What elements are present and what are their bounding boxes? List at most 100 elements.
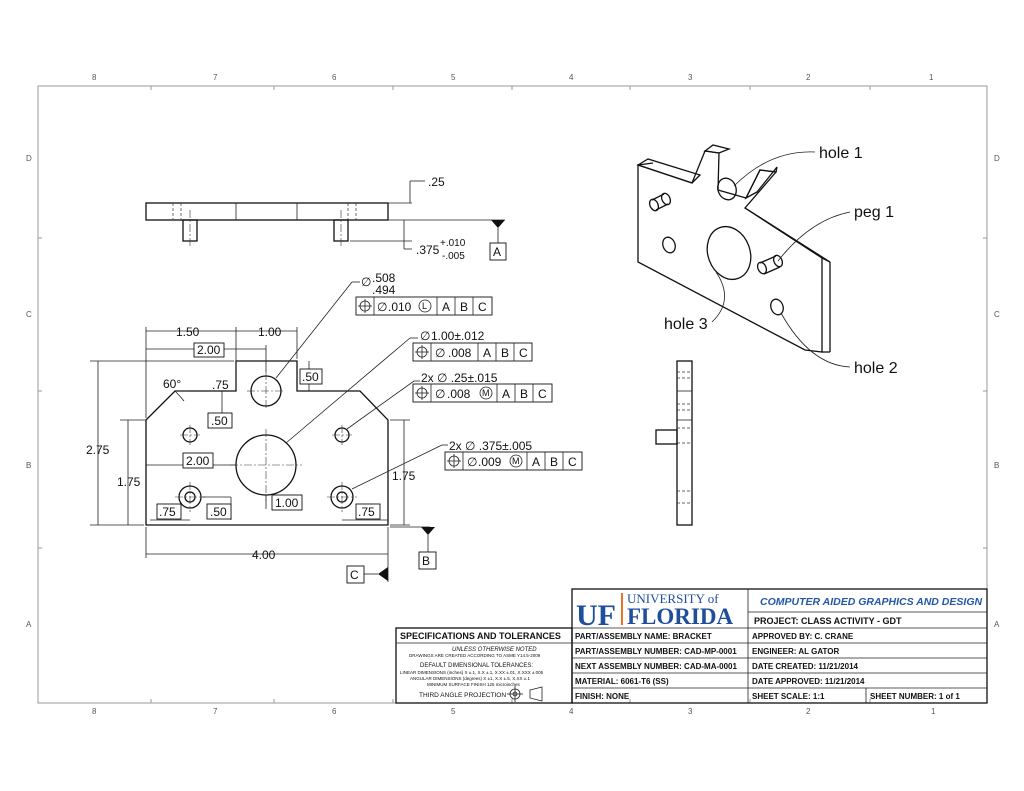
- project-label: PROJECT: CLASS ACTIVITY - GDT: [754, 616, 902, 626]
- fcf-small-modifier: M: [482, 388, 490, 398]
- gdt-hole1-upper: .508: [372, 271, 396, 285]
- fcf-small-diameter: ∅: [435, 387, 445, 401]
- zone-col-1-bottom: 1: [931, 707, 936, 716]
- finish: FINISH: NONE: [575, 692, 630, 701]
- dim-050-left: .50: [211, 414, 228, 428]
- zone-row-c-left: C: [26, 310, 32, 319]
- zone-row-d-right: D: [994, 154, 1000, 163]
- fcf-pegs-datum-c: C: [568, 455, 577, 469]
- gdt-pegs-size: 2x ∅ .375±.005: [449, 439, 532, 453]
- iso-hole-2: [770, 298, 784, 316]
- part-name: PART/ASSEMBLY NAME: BRACKET: [575, 632, 712, 641]
- side-peg: [655, 429, 678, 445]
- fcf3-diameter: ∅: [435, 346, 445, 360]
- sheet-scale: SHEET SCALE: 1:1: [752, 692, 825, 701]
- fcf-pegs-diameter: ∅: [467, 455, 477, 469]
- callout-hole3: hole 3: [664, 316, 708, 333]
- zone-col-5-bottom: 5: [451, 707, 456, 716]
- iso-hole-3: [706, 225, 752, 281]
- spec-line-5: ANGULAR DIMENSIONS (degrees) X ±1, X.X ±…: [410, 676, 530, 681]
- zone-col-6-top: 6: [332, 73, 337, 82]
- zone-col-8-top: 8: [92, 73, 97, 82]
- fcf1-datum-b: B: [460, 300, 468, 314]
- gdt-small-holes-size: 2x ∅ .25±.015: [421, 371, 498, 385]
- zone-col-3-top: 3: [688, 73, 693, 82]
- spec-line-6: MINIMUM SURFACE FINISH 125 microinches: [427, 682, 521, 687]
- isometric-view: hole 1 peg 1 hole 3 hole 2: [636, 144, 898, 377]
- dim-200-mid: 2.00: [186, 454, 210, 468]
- dim-200-top: 2.00: [197, 343, 221, 357]
- iso-peg-1: [756, 254, 784, 275]
- zone-labels: 8 7 6 5 4 3 2 1 8 7 6 5 4 3 2 1 D C B A …: [26, 73, 1000, 716]
- logo-university: UNIVERSITY of: [627, 591, 719, 606]
- zone-col-1-top: 1: [929, 73, 934, 82]
- front-view: 1.50 1.00 2.00 60° .75 .50 .50 2.75 1.75…: [86, 325, 437, 584]
- dim-275: 2.75: [86, 443, 110, 457]
- part-number: PART/ASSEMBLY NUMBER: CAD-MP-0001: [575, 647, 737, 656]
- dim-075-right: .75: [358, 505, 375, 519]
- dim-175-left: 1.75: [117, 475, 141, 489]
- datum-c-label: C: [350, 568, 359, 582]
- top-view: .25 .375 +.010 -.005 A: [145, 175, 507, 262]
- spec-title: SPECIFICATIONS AND TOLERANCES: [400, 631, 561, 641]
- zone-col-2-bottom: 2: [806, 707, 811, 716]
- zone-col-6-bottom: 6: [332, 707, 337, 716]
- datum-b-label: B: [422, 554, 430, 568]
- gdt-hole1: ∅ .508 .494 ∅ .010 L A B C: [275, 271, 493, 379]
- gdt-hole3: ∅ 1.00±.012 ∅ .008 A B C: [285, 329, 533, 444]
- dim-050-notch: .50: [302, 370, 319, 384]
- fcf1-datum-a: A: [442, 300, 450, 314]
- spec-line-4: LINEAR DIMENSIONS (inches) X ±.1, X.X ±.…: [400, 670, 544, 675]
- gdt-small-holes: 2x ∅ .25±.015 ∅ .008 M A B C: [346, 371, 553, 430]
- spec-line-2: DRAWINGS ARE CREATED ACCORDING TO ASME Y…: [409, 653, 541, 658]
- logo-florida: FLORIDA: [627, 604, 733, 629]
- dim-100-top: 1.00: [258, 325, 282, 339]
- dim-075: .75: [212, 378, 229, 392]
- fcf-pegs-datum-b: B: [550, 455, 558, 469]
- fcf1-modifier: L: [422, 301, 427, 311]
- approved-by: APPROVED BY: C. CRANE: [752, 632, 854, 641]
- fcf3-tol: .008: [448, 346, 472, 360]
- spec-line-3: DEFAULT DIMENSIONAL TOLERANCES:: [420, 663, 533, 669]
- dim-peg-height: .375: [416, 243, 440, 257]
- zone-row-a-right: A: [994, 620, 1000, 629]
- fcf3-datum-c: C: [519, 346, 528, 360]
- datum-a-triangle: [491, 220, 505, 228]
- uf-logo: UF UNIVERSITY of FLORIDA: [576, 591, 733, 632]
- fcf1-datum-c: C: [478, 300, 487, 314]
- zone-col-8-bottom: 8: [92, 707, 97, 716]
- datum-b-triangle: [421, 527, 435, 535]
- fcf-small-datum-a: A: [502, 387, 510, 401]
- callout-hole2: hole 2: [854, 360, 898, 377]
- logo-uf: UF: [576, 599, 616, 632]
- iso-peg-left: [648, 192, 672, 212]
- fcf1-tol: .010: [388, 300, 412, 314]
- date-approved: DATE APPROVED: 11/21/2014: [752, 677, 865, 686]
- dim-050-bottom: .50: [210, 505, 227, 519]
- bracket-outline: [145, 360, 389, 526]
- third-angle-projection-icon: [507, 686, 543, 702]
- zone-row-c-right: C: [994, 310, 1000, 319]
- dim-175-right: 1.75: [392, 469, 416, 483]
- datum-a-label: A: [493, 245, 501, 259]
- gdt-hole1-lower: .494: [372, 283, 396, 297]
- fcf-pegs-modifier: M: [512, 456, 520, 466]
- title-block: UF UNIVERSITY of FLORIDA COMPUTER AIDED …: [395, 588, 988, 704]
- fcf-pegs-datum-a: A: [532, 455, 540, 469]
- zone-col-5-top: 5: [451, 73, 456, 82]
- zone-col-7-bottom: 7: [213, 707, 218, 716]
- zone-row-d-left: D: [26, 154, 32, 163]
- zone-col-4-bottom: 4: [569, 707, 574, 716]
- datum-c-triangle: [378, 567, 388, 581]
- date-created: DATE CREATED: 11/21/2014: [752, 662, 859, 671]
- zone-row-b-left: B: [26, 461, 31, 470]
- gdt-hole3-diameter: ∅: [420, 329, 430, 343]
- fcf-small-datum-c: C: [538, 387, 547, 401]
- side-view: [655, 360, 693, 526]
- zone-row-b-right: B: [994, 461, 999, 470]
- dim-peg-height-minus: -.005: [442, 251, 465, 262]
- fcf-pegs-tol: .009: [478, 455, 502, 469]
- fcf3-datum-a: A: [483, 346, 491, 360]
